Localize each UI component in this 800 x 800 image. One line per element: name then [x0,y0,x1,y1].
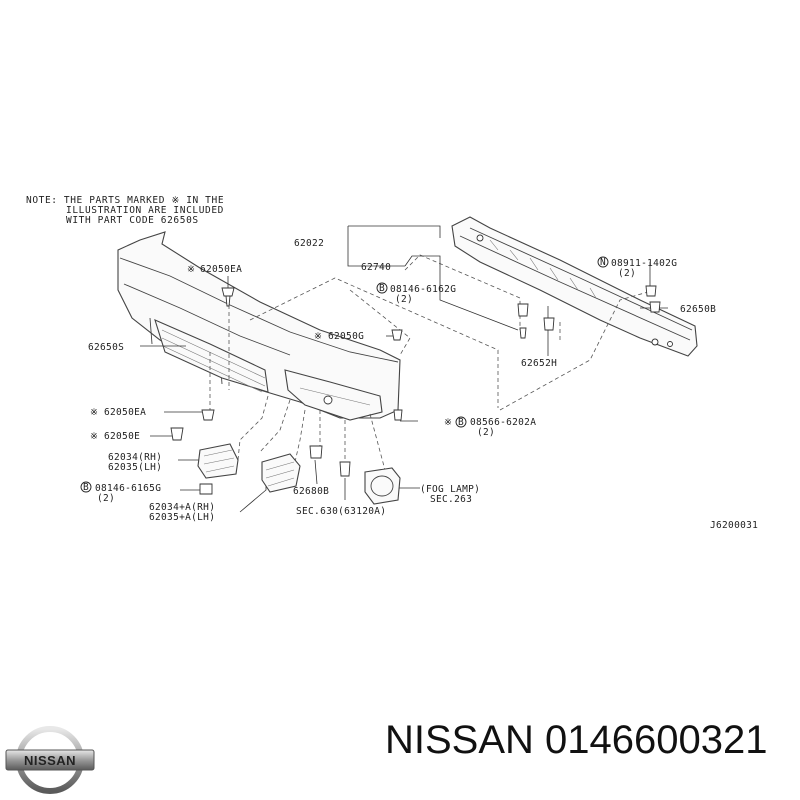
brand-part-number: NISSAN 0146600321 [385,718,768,762]
callout-62650S: 62650S [88,342,124,353]
bolt-b-marker-icon [80,481,92,493]
callout-62650B: 62650B [680,304,716,315]
callout-08146-6165G-qty: (2) [97,493,115,504]
bolt-b-letter: B [83,482,89,493]
bolt-b-marker-icon [376,282,388,294]
callout-08911-qty: (2) [618,268,636,279]
assembly-dashed-lines [209,254,649,471]
note-line-1: NOTE: THE PARTS MARKED ※ IN THE [26,195,224,206]
callout-62050E: 62050E [104,431,140,442]
callout-62035-LH: 62035(LH) [108,462,162,473]
callout-08566-6202A: 08566-6202A [470,417,536,428]
star-icon: ※ [90,407,98,418]
callout-labels: 62022 62740 08911-1402G (2) 62650B 08146… [88,238,758,531]
callout-sec263: SEC.263 [430,494,472,505]
callout-62050EA-mid: 62050EA [104,407,146,418]
bumper-reinforcement-beam [451,216,698,357]
callout-62680B: 62680B [293,486,329,497]
callout-62034A-RH: 62034+A(RH) [149,502,215,513]
callout-62740: 62740 [361,262,391,273]
callout-62022: 62022 [294,238,324,249]
callout-62035A-LH: 62035+A(LH) [149,512,215,523]
bolt-b-letter: B [458,417,464,428]
callout-62050EA-top: 62050EA [200,264,242,275]
bumper-fascia [117,231,401,421]
callout-62034-RH: 62034(RH) [108,452,162,463]
note-block: NOTE: THE PARTS MARKED ※ IN THE ILLUSTRA… [26,195,224,226]
callout-08566-qty: (2) [477,427,495,438]
callout-fog-lamp: (FOG LAMP) [420,484,480,495]
small-parts [170,285,661,505]
symbol-markers: ※ ※ ※ ※ ※ B N B B [80,256,609,493]
callout-08146-6165G: 08146-6165G [95,483,161,494]
callout-08146-6162G-qty: (2) [395,294,413,305]
note-line-3: WITH PART CODE 62650S [66,215,199,226]
diagram-id: J6200031 [710,520,758,531]
callout-62050G: 62050G [328,331,364,342]
callout-sec630: SEC.630(63120A) [296,506,386,517]
nissan-logo: NISSAN [5,726,95,794]
logo-text: NISSAN [24,753,76,768]
star-icon: ※ [314,331,322,342]
note-line-2: ILLUSTRATION ARE INCLUDED [66,205,224,216]
star-icon: ※ [444,417,452,428]
bolt-b-marker-icon [455,416,467,428]
star-icon: ※ [187,264,195,275]
nut-n-letter: N [600,257,606,268]
callout-08911-1402G: 08911-1402G [611,258,677,269]
callout-62652H: 62652H [521,358,557,369]
nut-n-marker-icon [597,256,609,268]
bolt-b-letter: B [379,283,385,294]
star-icon: ※ [90,431,98,442]
callout-08146-6162G: 08146-6162G [390,284,456,295]
